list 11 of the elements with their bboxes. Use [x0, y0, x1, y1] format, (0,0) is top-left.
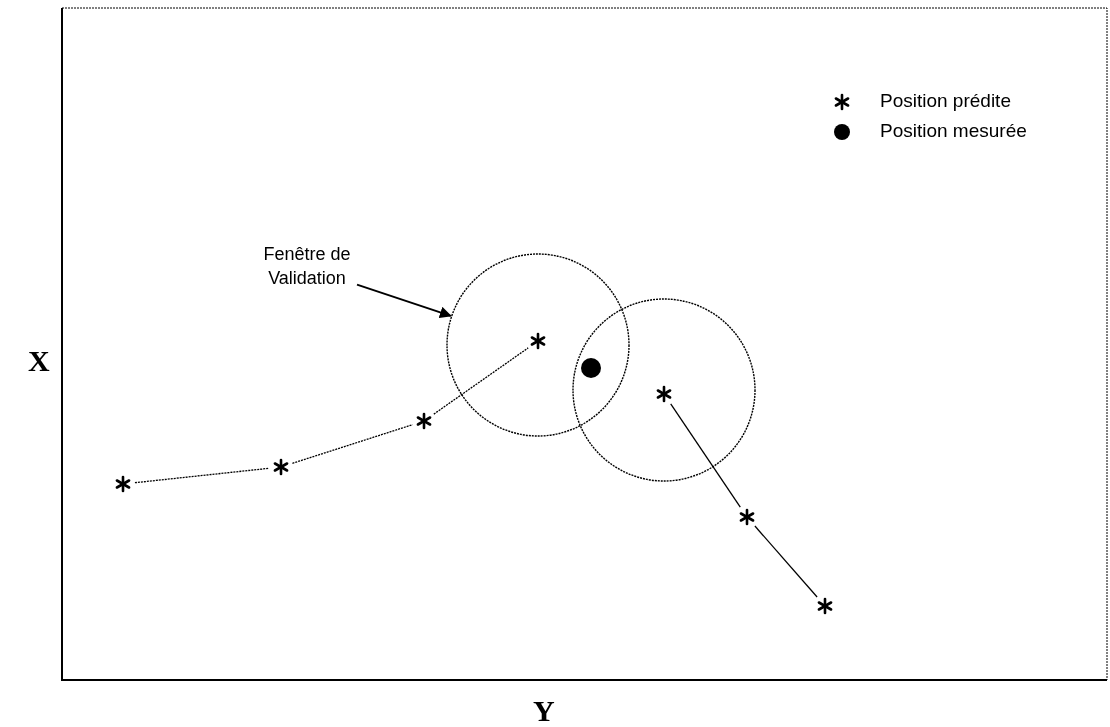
axis-label: Y	[533, 694, 555, 727]
track-line	[291, 424, 414, 464]
axis-label: X	[28, 344, 50, 378]
legend-text: Position mesurée	[880, 120, 1027, 142]
arrow	[356, 283, 452, 319]
track-line	[670, 403, 741, 508]
track-line	[754, 525, 818, 598]
legend-text: Position prédite	[880, 90, 1011, 112]
track-line	[433, 347, 529, 415]
track-line	[134, 467, 270, 484]
callout-text: Fenêtre de Validation	[262, 243, 352, 290]
